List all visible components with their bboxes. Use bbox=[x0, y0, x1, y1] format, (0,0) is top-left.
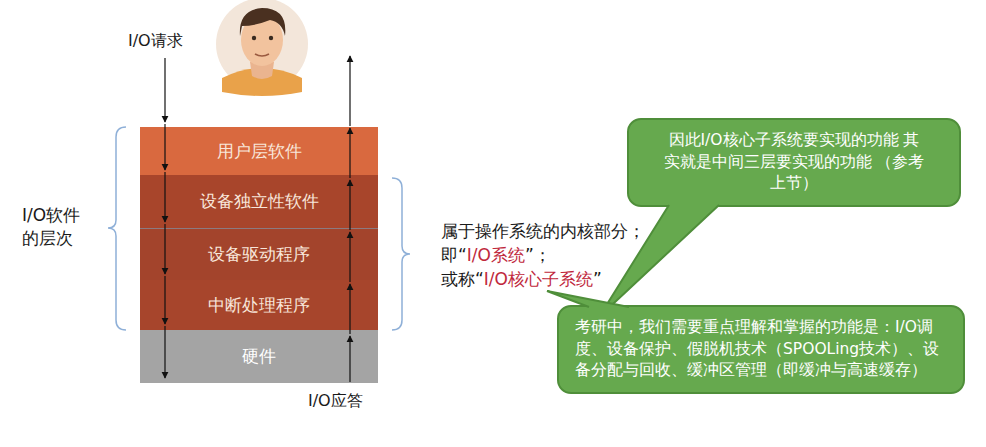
flow-arrow bbox=[349, 128, 350, 178]
flow-arrow bbox=[349, 284, 350, 334]
flow-arrow bbox=[164, 276, 165, 324]
info-callout: 因此I/O核心子系统要实现的功能 其实就是中间三层要实现的功能 （参考上节） bbox=[627, 118, 961, 207]
note-text: 或称“I/O核心子系统” bbox=[441, 268, 602, 291]
info-callout: 考研中，我们需要重点理解和掌握的功能是：I/O调度、设备保护、假脱机技术（SPO… bbox=[557, 305, 965, 394]
device-independent-box: 设备独立性软件 bbox=[140, 175, 378, 228]
flow-arrow bbox=[164, 58, 165, 122]
layer-name: 设备驱动程序 bbox=[208, 243, 310, 266]
left-bracket bbox=[108, 127, 126, 330]
response-label: I/O应答 bbox=[308, 390, 363, 412]
callout-text: 因此I/O核心子系统要实现的功能 其实就是中间三层要实现的功能 （参考上节） bbox=[663, 130, 925, 195]
flow-arrow bbox=[349, 56, 350, 126]
note-text: 属于操作系统的内核部分； bbox=[441, 220, 645, 243]
flow-arrow bbox=[164, 326, 165, 378]
flow-arrow bbox=[164, 224, 165, 274]
flow-arrow bbox=[164, 172, 165, 222]
flow-arrow bbox=[349, 180, 350, 230]
callout-text: 考研中，我们需要重点理解和掌握的功能是：I/O调度、设备保护、假脱机技术（SPO… bbox=[575, 317, 947, 382]
flow-arrow bbox=[164, 124, 165, 170]
user-avatar bbox=[216, 0, 308, 96]
user-layer-box: 用户层软件 bbox=[140, 127, 378, 175]
hardware-box: 硬件 bbox=[140, 330, 378, 383]
interrupt-handler-box: 中断处理程序 bbox=[140, 280, 378, 330]
callout-tail bbox=[559, 307, 560, 308]
flow-arrow bbox=[349, 232, 350, 282]
device-driver-box: 设备驱动程序 bbox=[140, 228, 378, 280]
flow-arrow bbox=[349, 336, 350, 382]
layer-name: 设备独立性软件 bbox=[200, 190, 319, 213]
layer-name: 硬件 bbox=[242, 345, 276, 368]
callout-tail bbox=[629, 205, 630, 206]
layer-name: 中断处理程序 bbox=[208, 294, 310, 317]
group-label: I/O软件 的层次 bbox=[22, 204, 94, 250]
request-label: I/O请求 bbox=[128, 30, 183, 52]
note-text: 即“I/O系统”； bbox=[441, 244, 551, 267]
right-bracket bbox=[392, 178, 410, 330]
layer-name: 用户层软件 bbox=[217, 140, 302, 163]
